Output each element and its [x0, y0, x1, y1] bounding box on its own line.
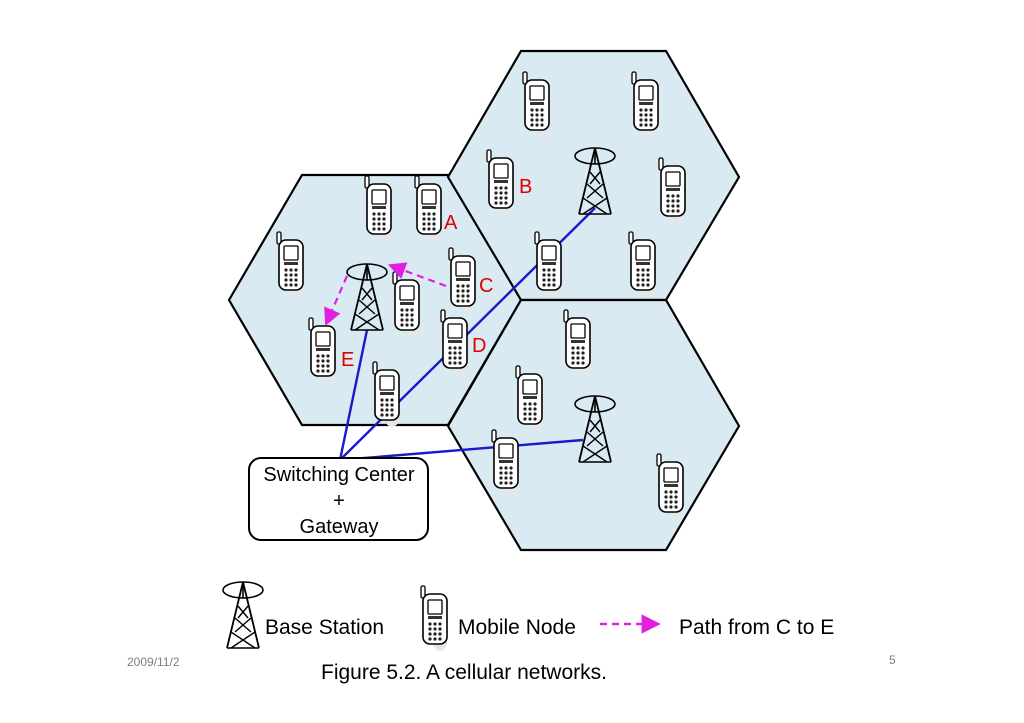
path-station-to-e — [324, 275, 349, 327]
mobile-phone-icon — [440, 309, 468, 376]
link-left-station — [338, 329, 369, 461]
legend-base-station-icon — [222, 581, 264, 649]
legend-base-station-label: Base Station — [265, 616, 384, 639]
switching-center-line3: Gateway — [300, 516, 379, 538]
mobile-phone-icon — [656, 453, 684, 520]
node-label-a: A — [444, 212, 458, 234]
mobile-phone-icon — [308, 317, 336, 384]
mobile-phone-icon — [276, 231, 304, 298]
mobile-phone-icon — [392, 271, 420, 338]
figure-caption: Figure 5.2. A cellular networks. — [321, 661, 607, 684]
switching-center-line1: Switching Center — [263, 464, 415, 486]
switching-center-box — [248, 457, 429, 541]
mobile-phone-icon — [631, 71, 659, 138]
mobile-phone-icon — [534, 231, 562, 298]
mobile-phone-icon — [486, 149, 514, 216]
node-label-e: E — [341, 349, 354, 371]
node-label-b: B — [519, 176, 532, 198]
path-c-to-e — [387, 262, 447, 288]
legend-mobile-node-label: Mobile Node — [458, 616, 576, 639]
mobile-phone-icon — [563, 309, 591, 376]
switching-center-line2: + — [333, 490, 345, 512]
mobile-phone-icon — [491, 429, 519, 496]
node-label-d: D — [472, 335, 486, 357]
mobile-phone-icon — [658, 157, 686, 224]
mobile-phone-icon — [372, 361, 400, 428]
footer-page-number: 5 — [889, 653, 896, 667]
mobile-phone-icon — [628, 231, 656, 298]
mobile-phone-icon — [364, 175, 392, 242]
mobile-phone-icon — [448, 247, 476, 314]
mobile-phone-icon — [522, 71, 550, 138]
link-bottom-right-station — [339, 438, 584, 462]
mobile-phone-icon — [515, 365, 543, 432]
mobile-phone-icon — [414, 175, 442, 242]
footer-date: 2009/11/2 — [127, 655, 180, 669]
node-label-c: C — [479, 275, 493, 297]
legend-mobile-node-icon — [420, 585, 448, 652]
legend-path-label: Path from C to E — [679, 616, 834, 639]
